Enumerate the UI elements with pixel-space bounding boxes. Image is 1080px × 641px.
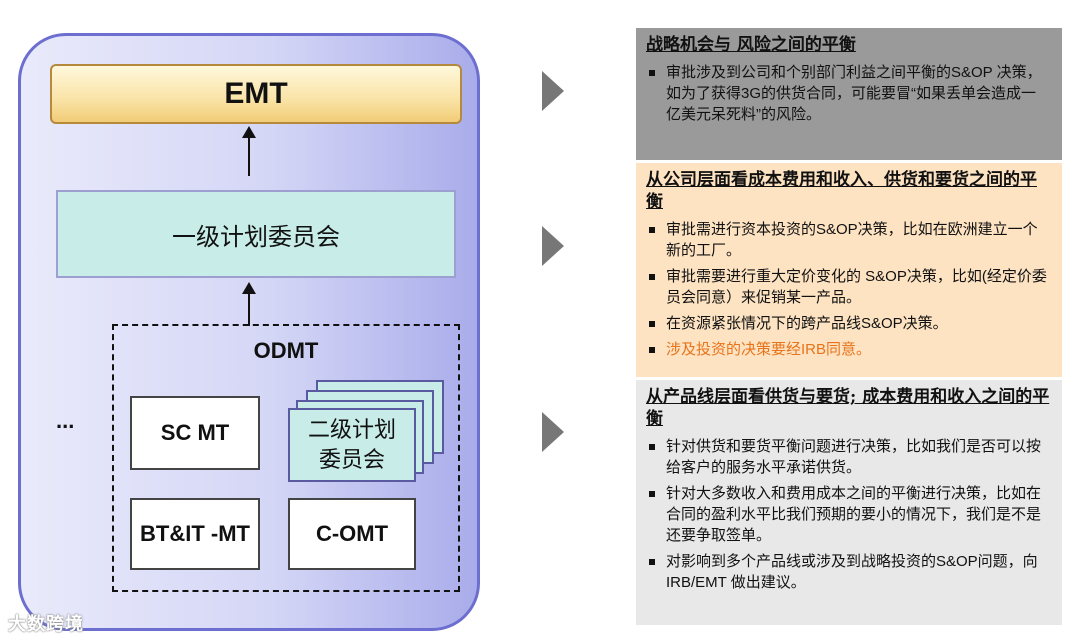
sc-mt-label: SC MT <box>160 420 230 445</box>
arrow-up-icon <box>242 126 256 176</box>
arrow-up-icon <box>242 282 256 326</box>
sc-mt-box: SC MT <box>130 396 260 470</box>
bullet-item: 针对供货和要货平衡问题进行决策，比如我们是否可以按给客户的服务水平承诺供货。 <box>646 436 1050 478</box>
bullet-item: 针对大多数收入和费用成本之间的平衡进行决策，比如在合同的盈利水平比我们预期的要小… <box>646 483 1050 546</box>
bullet-item-highlight: 涉及投资的决策要经IRB同意。 <box>646 339 1050 360</box>
level2-committee-line1: 二级计划 <box>307 417 396 442</box>
panel-title: 战略机会与 风险之间的平衡 <box>646 35 856 55</box>
bullet-item: 在资源紧张情况下的跨产品线S&OP决策。 <box>646 313 1050 334</box>
panel-company: 从公司层面看成本费用和收入、供货和要货之间的平衡 审批需进行资本投资的S&OP决… <box>636 163 1062 377</box>
bullet-item: 审批需进行资本投资的S&OP决策，比如在欧洲建立一个新的工厂。 <box>646 219 1050 261</box>
watermark-logo: 大数跨境 <box>8 614 84 634</box>
ellipsis-label: ... <box>56 408 75 433</box>
level2-committee-line2: 委员会 <box>318 447 385 472</box>
panel-title: 从公司层面看成本费用和收入、供货和要货之间的平衡 <box>646 170 1037 212</box>
bullet-item: 审批涉及到公司和个别部门利益之间平衡的S&OP 决策，如为了获得3G的供货合同，… <box>646 62 1050 125</box>
btit-mt-label: BT&IT -MT <box>140 521 250 546</box>
emt-label: EMT <box>224 77 288 110</box>
odmt-label: ODMT <box>253 338 319 363</box>
emt-box: EMT <box>50 64 462 124</box>
panel-product-line: 从产品线层面看供货与要货; 成本费用和收入之间的平衡 针对供货和要货平衡问题进行… <box>636 380 1062 625</box>
level1-committee-box: 一级计划委员会 <box>56 190 456 278</box>
level1-committee-label: 一级计划委员会 <box>172 223 340 251</box>
c-omt-label: C-OMT <box>315 521 389 546</box>
btit-mt-box: BT&IT -MT <box>130 498 260 570</box>
panel-title: 从产品线层面看供货与要货; 成本费用和收入之间的平衡 <box>646 387 1050 429</box>
bullet-item: 审批需要进行重大定价变化的 S&OP决策，比如(经定价委员会同意）来促销某一产品… <box>646 266 1050 308</box>
odmt-group <box>112 324 460 592</box>
bullet-item: 对影响到多个产品线或涉及到战略投资的S&OP问题，向IRB/EMT 做出建议。 <box>646 551 1050 593</box>
c-omt-box: C-OMT <box>288 498 416 570</box>
arrow-right-icon <box>542 226 564 266</box>
arrow-right-icon <box>542 71 564 111</box>
level2-committee-box: 二级计划 委员会 <box>288 408 416 482</box>
panel-strategic: 战略机会与 风险之间的平衡 审批涉及到公司和个别部门利益之间平衡的S&OP 决策… <box>636 28 1062 160</box>
arrow-right-icon <box>542 412 564 452</box>
